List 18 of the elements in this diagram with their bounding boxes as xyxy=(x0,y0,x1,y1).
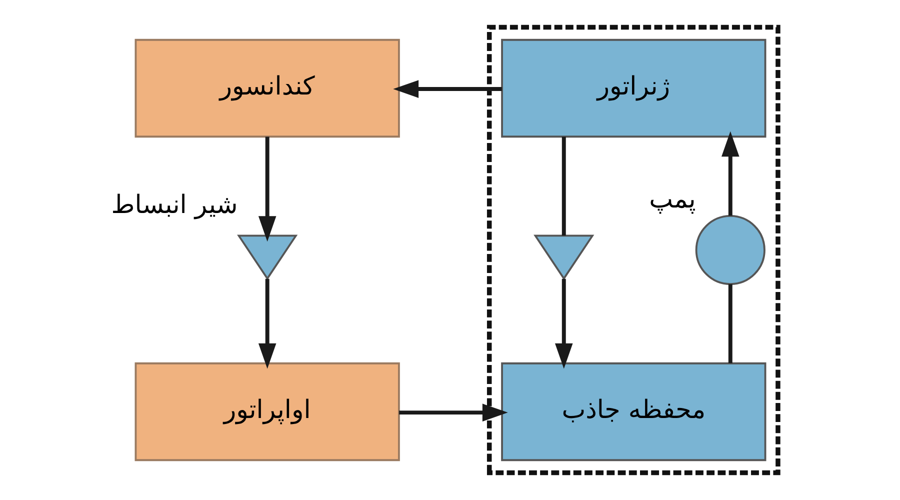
node-circle xyxy=(694,214,765,286)
arrow xyxy=(721,131,739,216)
node-box: ژنراتور xyxy=(500,38,766,138)
connector xyxy=(561,136,566,236)
connector xyxy=(728,284,732,364)
arrow xyxy=(258,136,276,242)
node-box: کندانسور xyxy=(134,38,400,138)
cluster xyxy=(486,24,780,476)
node-box: اواپراتور xyxy=(134,362,400,462)
arrow xyxy=(554,278,572,369)
node-label: پمپ xyxy=(648,184,696,214)
node-box: محفظه جاذب xyxy=(500,362,766,462)
arrow xyxy=(398,404,508,422)
node-valve xyxy=(236,234,298,280)
node-valve xyxy=(533,234,594,280)
arrow xyxy=(392,80,502,98)
node-label: شیر انبساط xyxy=(110,189,238,220)
arrow xyxy=(258,278,276,369)
